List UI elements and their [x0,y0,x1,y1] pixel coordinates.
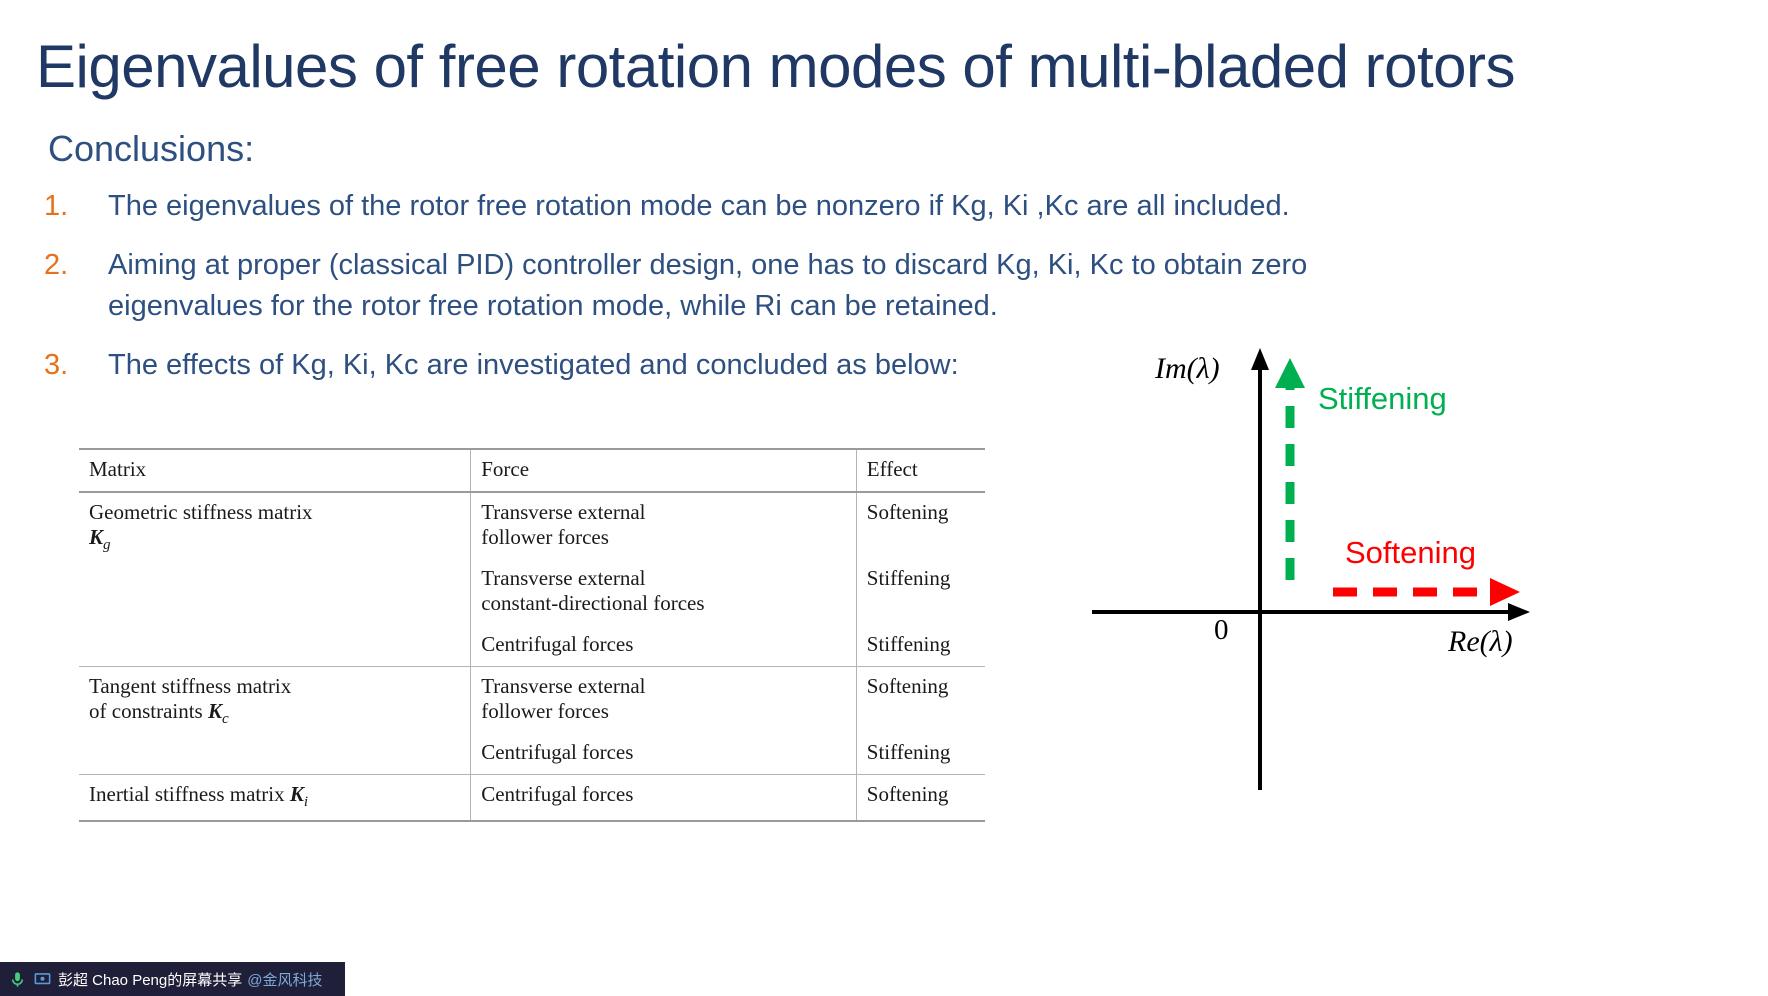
list-item-text: Aiming at proper (classical PID) control… [108,249,1308,322]
table-cell-matrix: Tangent stiffness matrix of constraints … [79,666,472,775]
table-cell-force: Centrifugal forces [470,774,857,823]
table-header-row: Matrix Force Effect [79,448,985,492]
conclusions-list: 1. The eigenvalues of the rotor free rot… [44,186,1424,404]
diagram-svg [1092,348,1530,790]
list-item-text: The effects of Kg, Ki, Kc are investigat… [108,349,959,381]
origin-label: 0 [1214,614,1229,646]
force-line: follower forces [481,525,609,549]
conclusions-heading: Conclusions: [48,128,255,169]
imaginary-axis-arrowhead [1251,348,1269,370]
imaginary-axis-label: Im(λ) [1155,352,1220,385]
stiffening-arrowhead [1275,358,1305,388]
softening-arrowhead [1490,578,1520,606]
table-header-force: Force [470,448,857,492]
matrix-symbol: Kc [207,699,229,728]
table-row: Centrifugal forces Stiffening [79,733,985,775]
matrix-name: of constraints Kc [89,699,229,728]
screen-share-status-bar: 彭超 Chao Peng的屏幕共享 @金风科技 [0,962,345,996]
softening-label: Softening [1345,535,1476,570]
effects-table: Matrix Force Effect Geometric stiffness … [79,448,985,823]
list-item: 3. The effects of Kg, Ki, Kc are investi… [44,345,1424,386]
table-row: Tangent stiffness matrix of constraints … [79,666,985,775]
share-presenter-label: 彭超 Chao Peng的屏幕共享 [58,971,243,989]
force-line: Transverse external [481,674,646,698]
page-title: Eigenvalues of free rotation modes of mu… [36,33,1515,100]
force-line: Transverse external [481,500,646,524]
table-row: Centrifugal forces Stiffening [79,625,985,667]
force-line: constant-directional forces [481,591,705,615]
table-cell-force: Transverse external follower forces [470,491,857,559]
list-item-number: 1. [44,190,69,222]
stiffening-label: Stiffening [1318,381,1447,416]
table-row: Inertial stiffness matrix Ki Centrifugal… [79,774,985,823]
table-header-matrix: Matrix [79,448,472,492]
matrix-symbol: Ki [289,782,309,811]
table-header-effect: Effect [856,448,985,492]
screen-share-icon[interactable] [33,970,52,989]
list-item-text: The eigenvalues of the rotor free rotati… [108,190,1290,222]
complex-plane-diagram: Im(λ) Re(λ) 0 Stiffening Softening [1090,340,1560,810]
list-item: 1. The eigenvalues of the rotor free rot… [44,186,1424,227]
matrix-name: Tangent stiffness matrix [89,674,292,698]
table-cell-effect: Softening [856,491,985,559]
force-line: Centrifugal forces [481,782,634,806]
table-cell-effect: Softening [856,666,985,733]
list-item-number: 3. [44,349,69,381]
table-cell-force: Centrifugal forces [470,625,857,667]
list-item: 2. Aiming at proper (classical PID) cont… [44,245,1424,327]
force-line: Centrifugal forces [481,632,634,656]
table-cell-force: Transverse external follower forces [470,666,857,733]
table-row: Transverse external constant-directional… [79,559,985,625]
table-cell-force: Transverse external constant-directional… [470,559,857,625]
table-cell-effect: Stiffening [866,740,951,764]
table-cell-matrix: Geometric stiffness matrix Kg [79,491,472,667]
real-axis-label: Re(λ) [1448,625,1513,658]
table-cell-matrix: Inertial stiffness matrix Ki [79,774,472,823]
table-row: Geometric stiffness matrix Kg Transverse… [79,491,985,667]
force-line: Transverse external [481,566,646,590]
matrix-name: Inertial stiffness matrix Ki [89,782,309,811]
force-line: follower forces [481,699,609,723]
microphone-icon[interactable] [8,970,27,989]
table-cell-effect: Stiffening [866,632,951,656]
table-cell-effect: Stiffening [866,566,951,590]
force-line: Centrifugal forces [481,740,634,764]
share-organization-label: @金风科技 [247,971,323,989]
real-axis-arrowhead [1508,603,1530,621]
matrix-symbol: Kg [89,525,111,554]
matrix-name: Geometric stiffness matrix [89,500,313,524]
table-cell-force: Centrifugal forces [470,733,857,775]
table-cell-effect: Softening [856,774,985,823]
list-item-number: 2. [44,249,69,281]
